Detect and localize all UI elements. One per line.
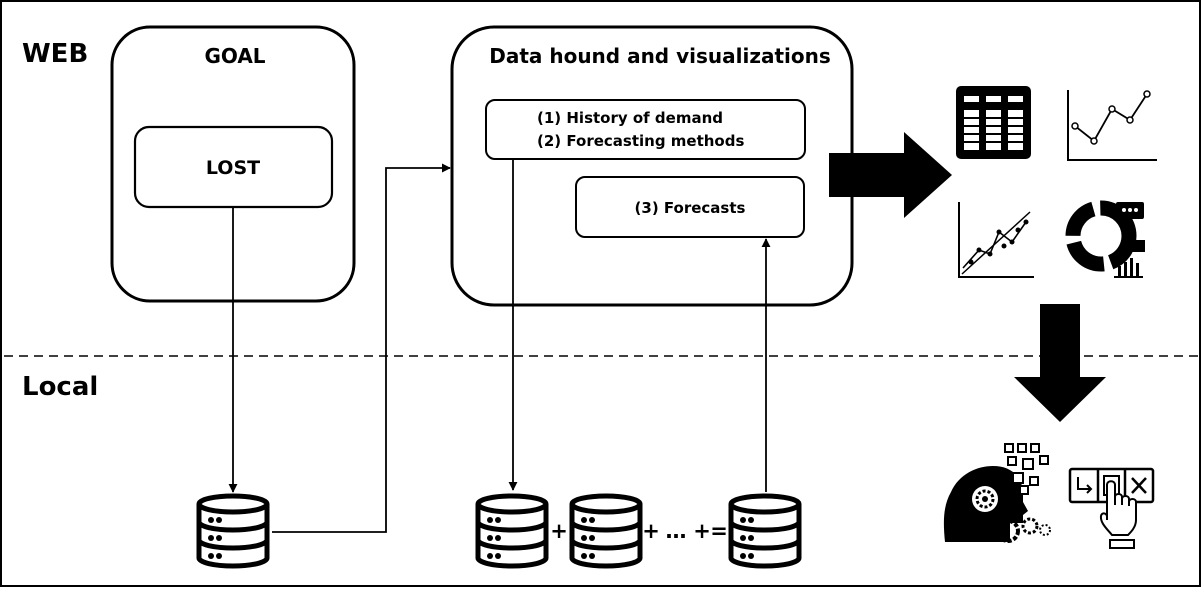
donut-chart-icon	[1065, 200, 1145, 278]
goal-title: GOAL	[204, 44, 265, 68]
lost-label: LOST	[206, 157, 260, 179]
down-block-arrow	[1014, 304, 1106, 422]
forecasts-label: (3) Forecasts	[635, 199, 746, 217]
goal-panel: GOAL LOST	[110, 25, 356, 303]
forecasting-methods-label: (2) Forecasting methods	[537, 132, 744, 150]
equals-sign: =	[710, 519, 728, 543]
table-icon	[956, 86, 1031, 159]
touch-select-icon	[1068, 467, 1155, 549]
arrow-database-to-data-panel	[272, 163, 451, 533]
line-chart-icon	[1067, 90, 1157, 161]
zone-label-web: WEB	[22, 39, 88, 69]
forecasts-box	[575, 176, 805, 238]
ai-head-gears-icon	[943, 443, 1051, 543]
right-block-arrow	[829, 132, 952, 218]
data-panel-title: Data hound and visualizations	[489, 44, 831, 68]
database-icon	[199, 496, 267, 566]
history-methods-box	[485, 99, 806, 160]
scatter-trend-icon	[958, 202, 1034, 278]
data-panel: Data hound and visualizations (1) Histor…	[450, 25, 854, 307]
database-icon	[731, 496, 799, 566]
data-panel-frame	[450, 25, 854, 307]
database-icon	[478, 496, 546, 566]
zone-label-local: Local	[22, 372, 98, 402]
history-of-demand-label: (1) History of demand	[537, 109, 723, 127]
ellipsis: …	[666, 519, 687, 543]
plus-sign: +	[693, 519, 711, 543]
plus-sign: +	[642, 519, 660, 543]
database-icon	[572, 496, 640, 566]
plus-sign: +	[550, 519, 568, 543]
